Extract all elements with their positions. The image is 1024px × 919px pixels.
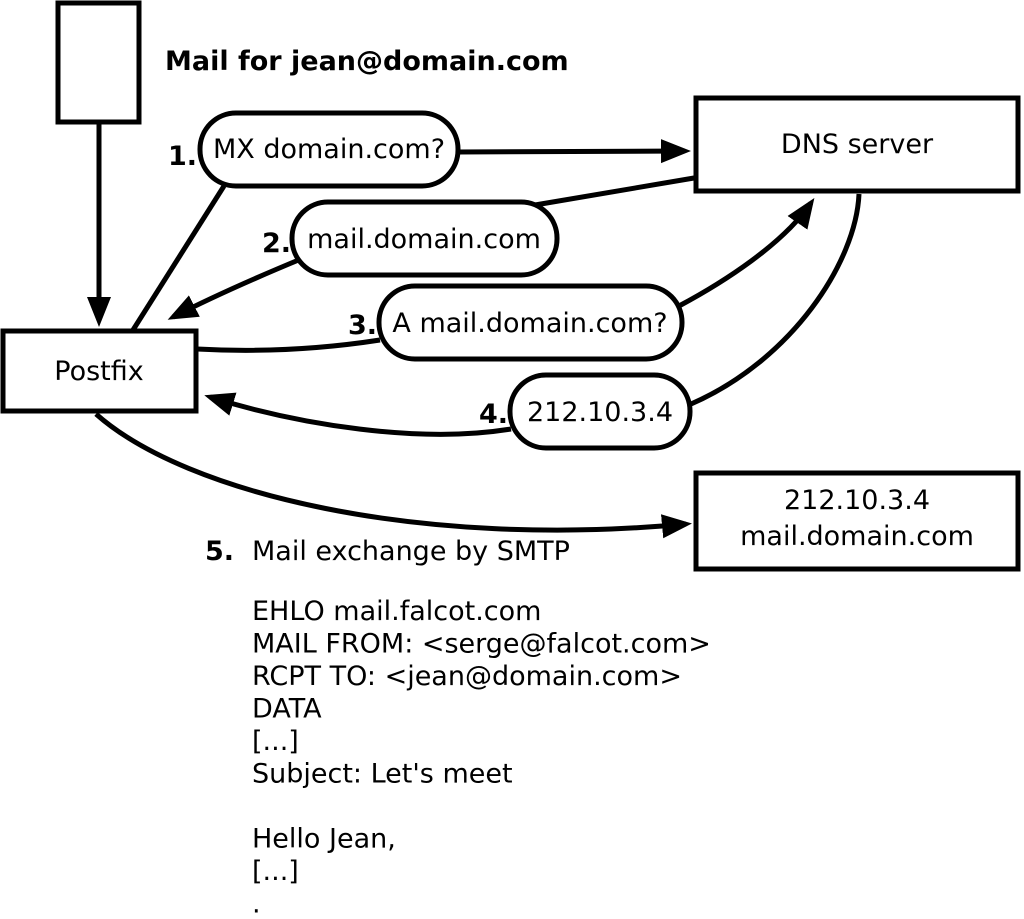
step-3-number: 3. <box>348 310 377 341</box>
arrow-reply2-to-postfix <box>167 256 302 320</box>
query-a-label: A mail.domain.com? <box>392 308 667 339</box>
arrow-query1-to-dns <box>457 139 691 164</box>
dns-server-box <box>693 95 1021 194</box>
step-2-number: 2. <box>262 228 291 259</box>
smtp-line: DATA <box>252 694 322 725</box>
smtp-line: Subject: Let's meet <box>252 759 513 790</box>
step-5-number: 5. <box>205 536 234 567</box>
smtp-line: [...] <box>252 726 299 757</box>
arrow-query3-to-dns <box>677 198 815 309</box>
line-postfix-to-query1 <box>130 184 227 332</box>
reply-a-pill <box>507 372 693 451</box>
mail-server-hostname: mail.domain.com <box>740 521 974 552</box>
smtp-line: Hello Jean, <box>252 824 396 855</box>
step-5-label: Mail exchange by SMTP <box>252 536 570 567</box>
step-4-number: 4. <box>479 399 508 430</box>
smtp-line: . <box>252 889 261 919</box>
figure-title: Mail for jean@domain.com <box>165 46 569 77</box>
query-a-pill <box>376 283 685 362</box>
smtp-transcript: EHLO mail.falcot.com MAIL FROM: <serge@f… <box>252 596 711 919</box>
line-dns-to-reply4 <box>690 193 862 407</box>
smtp-line: MAIL FROM: <serge@falcot.com> <box>252 629 711 660</box>
smtp-line: [...] <box>252 856 299 887</box>
reply-a-label: 212.10.3.4 <box>527 397 673 428</box>
mail-server-ip: 212.10.3.4 <box>784 485 930 516</box>
line-postfix-to-query3 <box>196 337 381 353</box>
smtp-line: RCPT TO: <jean@domain.com> <box>252 661 682 692</box>
postfix-box <box>0 328 199 414</box>
query-mx-label: MX domain.com? <box>213 134 445 165</box>
line-dns-to-reply2 <box>534 175 695 208</box>
mail-server-box <box>693 470 1021 572</box>
query-mx-pill <box>197 110 461 189</box>
smtp-line: EHLO mail.falcot.com <box>252 596 541 627</box>
reply-mx-pill <box>289 199 560 278</box>
arrow-reply4-to-postfix <box>204 392 512 437</box>
step-1-number: 1. <box>168 141 197 172</box>
dns-server-label: DNS server <box>781 129 934 160</box>
reply-mx-label: mail.domain.com <box>307 224 541 255</box>
postfix-label: Postfix <box>54 356 143 387</box>
arrow-postfix-to-mailserver <box>94 412 692 539</box>
mail-message-box <box>55 0 142 125</box>
